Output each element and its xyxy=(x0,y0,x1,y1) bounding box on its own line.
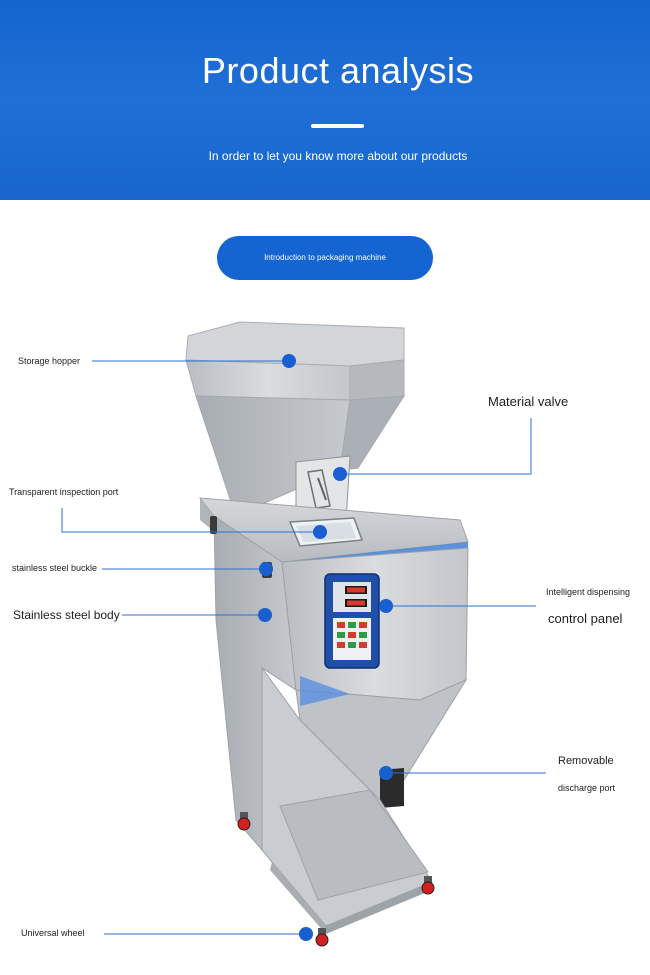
storage-hopper xyxy=(185,321,405,506)
control-panel-illustration xyxy=(324,573,380,669)
marker-universal-wheel xyxy=(299,927,313,941)
label-steel-buckle: stainless steel buckle xyxy=(12,563,98,573)
wheel-front-left xyxy=(315,928,329,947)
label-storage-hopper: Storage hopper xyxy=(18,356,81,366)
marker-storage-hopper xyxy=(282,354,296,368)
label-universal-wheel: Universal wheel xyxy=(21,928,85,938)
page-title: Product analysis xyxy=(201,50,475,91)
page-subtitle: In order to let you know more about our … xyxy=(208,149,468,163)
marker-discharge-port xyxy=(379,766,393,780)
marker-control-panel xyxy=(379,599,393,613)
label-material-valve: Material valve xyxy=(488,394,569,409)
label-inspection-port: Transparent inspection port xyxy=(9,487,119,497)
marker-inspection-port xyxy=(313,525,327,539)
packaging-machine-illustration xyxy=(61,321,546,947)
marker-steel-buckle xyxy=(259,562,273,576)
title-divider xyxy=(311,124,364,128)
label-discharge-port: discharge port xyxy=(558,783,616,793)
marker-material-valve xyxy=(333,467,347,481)
marker-steel-body xyxy=(258,608,272,622)
section-pill: Introduction to packaging machine xyxy=(217,236,433,280)
label-removable: Removable xyxy=(558,755,614,767)
label-dispensing-line1: Intelligent dispensing xyxy=(546,587,631,597)
label-dispensing-line2: control panel xyxy=(548,611,623,626)
wheel-rear-left xyxy=(237,812,251,831)
label-steel-body: Stainless steel body xyxy=(13,608,120,622)
wheel-front-right xyxy=(421,876,435,895)
header-banner: Product analysis In order to let you kno… xyxy=(0,0,650,200)
